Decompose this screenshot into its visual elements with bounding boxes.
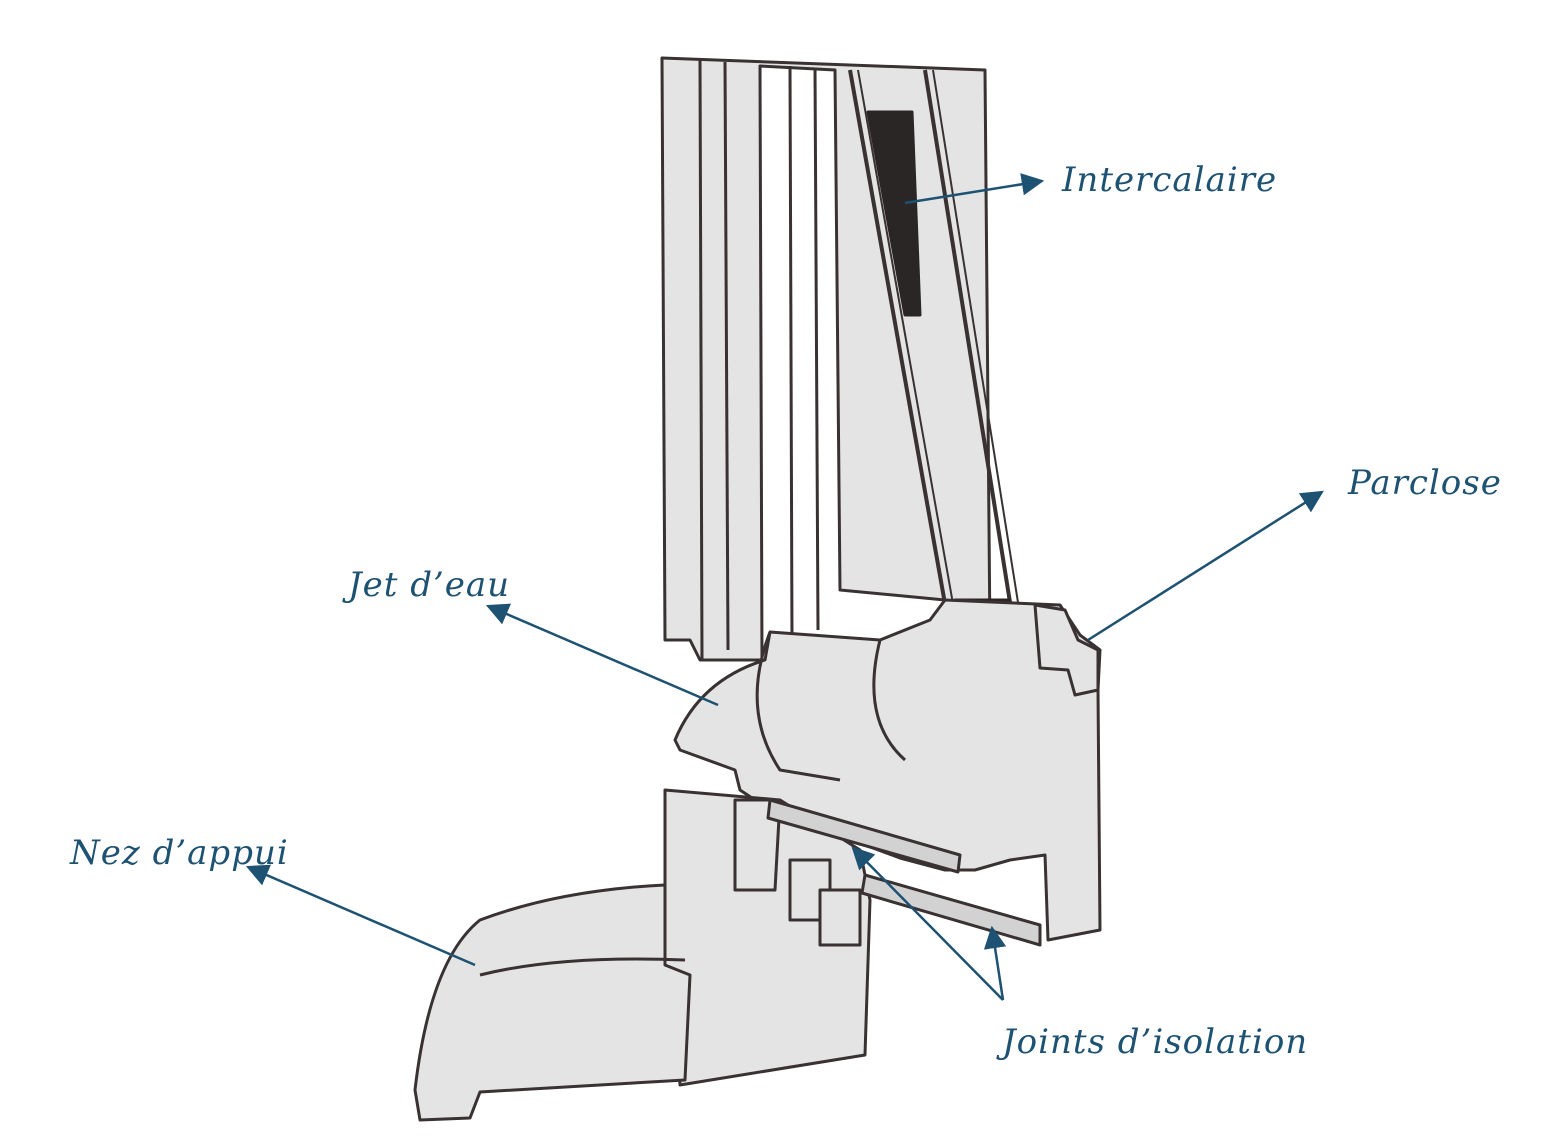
sill-nose [413, 883, 692, 1122]
arrow-joints-a [851, 846, 1004, 1001]
label-joints-isolation: Joints d’isolation [1002, 1022, 1309, 1062]
arrow-intercalaire [904, 173, 1045, 205]
glass-pane-inner [923, 69, 1022, 666]
arrow-joints-b [983, 925, 1007, 1001]
arrow-nez-dappui [245, 864, 476, 967]
arrow-jet-deau [485, 603, 719, 707]
arrow-parclose [1087, 490, 1324, 642]
sash-bottom-rail [673, 598, 1102, 942]
spacer-bar [866, 110, 922, 317]
glazing-bead [1033, 603, 1100, 697]
gasket-strip-upper [766, 798, 962, 874]
label-jet-deau: Jet d’eau [348, 565, 511, 605]
label-parclose: Parclose [1348, 463, 1502, 503]
label-nez-dappui: Nez d’appui [70, 833, 289, 873]
label-intercalaire: Intercalaire [1062, 160, 1278, 200]
glass-pane-outer [848, 69, 957, 661]
